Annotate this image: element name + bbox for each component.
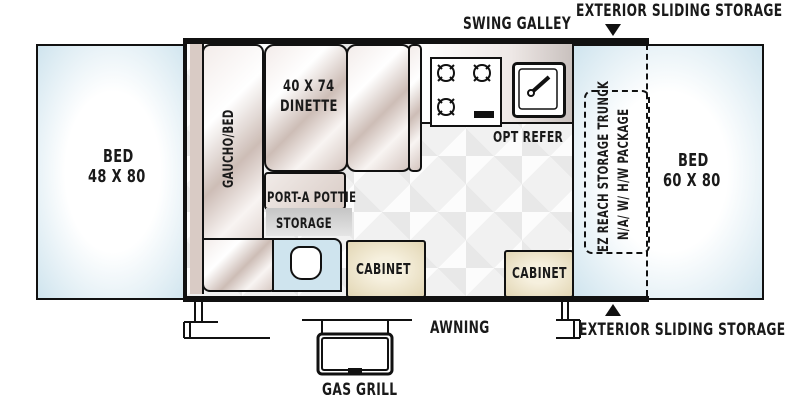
opt-refer-label: OPT REFER bbox=[493, 128, 564, 146]
left-wall bbox=[183, 38, 187, 302]
storage-shadow bbox=[266, 208, 352, 236]
dinette-size: 40 X 74 bbox=[283, 76, 335, 95]
arrow-up-icon bbox=[605, 304, 621, 316]
right-bed-title: BED bbox=[678, 150, 709, 171]
cabinet-right-label: CABINET bbox=[512, 264, 567, 282]
left-bed-size: 48 X 80 bbox=[88, 166, 146, 187]
bottom-wall bbox=[183, 296, 649, 302]
porta-pottie-box[interactable] bbox=[264, 172, 346, 210]
storage-label: STORAGE bbox=[276, 216, 332, 232]
awning-label: AWNING bbox=[430, 318, 490, 338]
left-bed-title: BED bbox=[103, 146, 134, 167]
faucet-icon bbox=[518, 68, 558, 110]
trunk-label-line1: EZ REACH STORAGE TRUNCK bbox=[596, 80, 612, 252]
gas-grill-label: GAS GRILL bbox=[322, 380, 398, 400]
gaucho-lower bbox=[202, 238, 278, 292]
right-bed[interactable] bbox=[572, 44, 764, 300]
exterior-storage-bottom-label: EXTERIOR SLIDING STORAGE bbox=[579, 320, 786, 340]
burner-icons bbox=[437, 64, 494, 118]
gas-grill-icon[interactable] bbox=[300, 316, 415, 386]
dinette-title: DINETTE bbox=[280, 96, 338, 115]
gaucho-label: GAUCHO/BED bbox=[221, 109, 237, 188]
cabinet-left[interactable] bbox=[346, 240, 426, 298]
right-bed-size: 60 X 80 bbox=[663, 170, 721, 191]
entry-step-icon bbox=[183, 302, 270, 339]
stove[interactable] bbox=[430, 57, 502, 127]
ez-reach-storage-trunk[interactable] bbox=[584, 90, 650, 254]
toilet-icon bbox=[290, 246, 322, 280]
trunk-outer-dashed bbox=[646, 44, 648, 296]
porta-pottie-label: PORT-A POTTIE bbox=[267, 190, 357, 206]
cabinet-right[interactable] bbox=[504, 250, 574, 298]
rear-step-icon bbox=[556, 302, 581, 339]
dinette-table[interactable] bbox=[346, 44, 412, 172]
exterior-storage-top-label: EXTERIOR SLIDING STORAGE bbox=[576, 1, 783, 21]
cabinet-left-label: CABINET bbox=[356, 260, 411, 278]
arrow-down-icon bbox=[605, 24, 621, 36]
swing-galley-label: SWING GALLEY bbox=[463, 14, 572, 34]
dinette-seat[interactable] bbox=[264, 44, 348, 172]
dinette-end bbox=[408, 44, 422, 172]
top-wall bbox=[183, 38, 649, 44]
sink[interactable] bbox=[512, 62, 566, 118]
left-bed[interactable] bbox=[36, 44, 190, 300]
trunk-label-line2: N/A/ W/ H/W PACKAGE bbox=[616, 108, 632, 240]
